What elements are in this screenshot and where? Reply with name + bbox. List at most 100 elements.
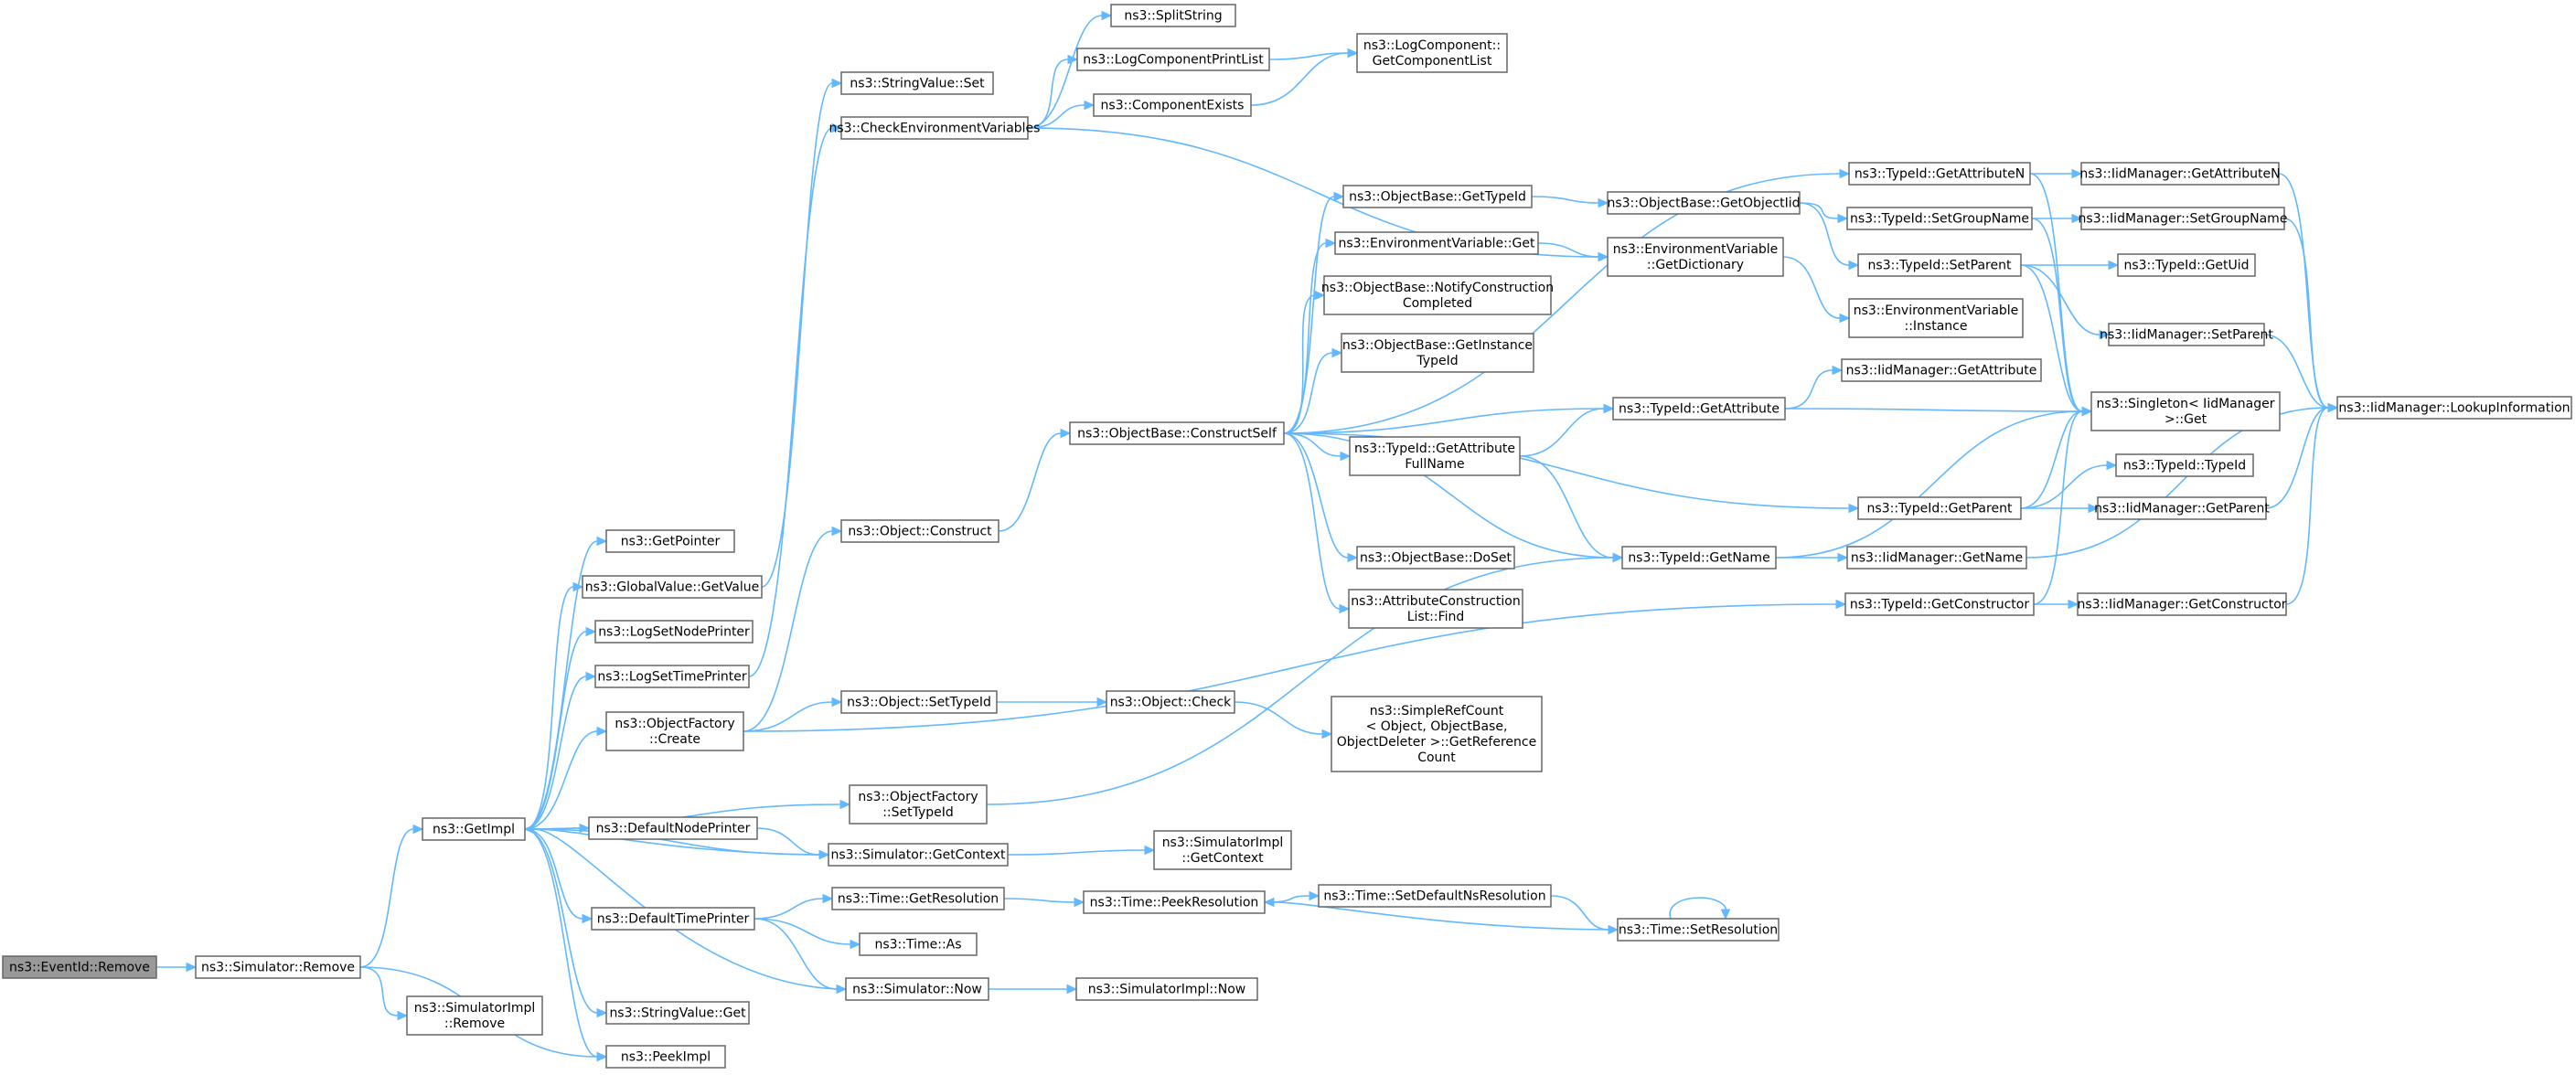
node-sim-remove[interactable]: ns3::Simulator::Remove — [195, 955, 361, 979]
node-ob-notify[interactable]: ns3::ObjectBase::NotifyConstructionCompl… — [1321, 275, 1554, 315]
node-tid-getattributen[interactable]: ns3::TypeId::GetAttributeN — [1848, 162, 2031, 186]
node-time-setdefns[interactable]: ns3::Time::SetDefaultNsResolution — [1318, 884, 1552, 908]
node-label: FullName — [1405, 457, 1464, 472]
node-logcomp-getlist[interactable]: ns3::LogComponent::GetComponentList — [1356, 33, 1508, 73]
node-label: ns3::SimulatorImpl::Now — [1088, 983, 1246, 997]
node-time-as[interactable]: ns3::Time::As — [859, 932, 978, 956]
node-ob-doset[interactable]: ns3::ObjectBase::DoSet — [1356, 546, 1515, 569]
node-iid-getname[interactable]: ns3::IidManager::GetName — [1846, 546, 2027, 569]
edge-arrowhead — [1144, 845, 1156, 856]
node-obj-construct[interactable]: ns3::Object::Construct — [840, 519, 999, 543]
node-label: ns3::SplitString — [1124, 9, 1222, 24]
node-envvar-instance[interactable]: ns3::EnvironmentVariable::Instance — [1848, 298, 2024, 338]
node-tid-typeid[interactable]: ns3::TypeId::TypeId — [2115, 453, 2254, 477]
node-time-setres[interactable]: ns3::Time::SetResolution — [1617, 918, 1780, 942]
node-ob-gettypeid[interactable]: ns3::ObjectBase::GetTypeId — [1342, 185, 1533, 208]
node-compexists[interactable]: ns3::ComponentExists — [1093, 93, 1252, 117]
node-tid-getconstructor[interactable]: ns3::TypeId::GetConstructor — [1844, 592, 2035, 616]
node-box — [1857, 253, 2022, 277]
edge-line — [743, 701, 833, 732]
node-iid-setgroupname[interactable]: ns3::IidManager::SetGroupName — [2079, 207, 2288, 230]
node-label: ns3::EventId::Remove — [9, 961, 150, 975]
node-time-getres[interactable]: ns3::Time::GetResolution — [831, 887, 1005, 910]
node-envvar-getdict[interactable]: ns3::EnvironmentVariable::GetDictionary — [1607, 237, 1784, 277]
node-logsetnode[interactable]: ns3::LogSetNodePrinter — [594, 620, 754, 644]
node-iid-lookup[interactable]: ns3::IidManager::LookupInformation — [2336, 396, 2572, 420]
node-ob-getobjectiid[interactable]: ns3::ObjectBase::GetObjectIid — [1607, 191, 1801, 215]
node-singleton-get[interactable]: ns3::Singleton< IidManager>::Get — [2090, 391, 2281, 431]
node-gv-getvalue[interactable]: ns3::GlobalValue::GetValue — [582, 575, 763, 599]
edge-line — [1234, 701, 1323, 735]
node-simimpl-getcontext[interactable]: ns3::SimulatorImpl::GetContext — [1153, 830, 1292, 870]
edge-ob-constructself-to-acl-find — [1283, 432, 1351, 614]
edge-line — [1283, 432, 1349, 559]
node-eventid-remove[interactable]: ns3::EventId::Remove — [2, 955, 157, 979]
node-iid-getconstructor[interactable]: ns3::IidManager::GetConstructor — [2077, 592, 2287, 616]
node-splitstring[interactable]: ns3::SplitString — [1110, 4, 1236, 27]
node-ob-constructself[interactable]: ns3::ObjectBase::ConstructSelf — [1069, 421, 1285, 445]
node-label: ns3::Simulator::Now — [852, 983, 982, 997]
edge-line — [1283, 294, 1316, 434]
node-sim-now[interactable]: ns3::Simulator::Now — [845, 977, 989, 1001]
node-label: ObjectDeleter >::GetReference — [1337, 735, 1536, 750]
node-label: ns3::IidManager::LookupInformation — [2338, 401, 2570, 416]
edge-line — [2285, 407, 2329, 605]
node-tid-getname[interactable]: ns3::TypeId::GetName — [1621, 546, 1777, 569]
node-defnodeprinter[interactable]: ns3::DefaultNodePrinter — [588, 816, 758, 840]
edge-arrowhead — [585, 626, 597, 637]
node-of-create[interactable]: ns3::ObjectFactory::Create — [605, 711, 744, 751]
node-box — [1331, 696, 1543, 772]
edge-arrowhead — [1101, 10, 1113, 21]
node-label: ns3::IidManager::GetName — [1851, 551, 2023, 566]
edge-arrowhead — [831, 526, 843, 537]
node-label: ns3::ObjectBase::NotifyConstruction — [1321, 281, 1554, 295]
edge-getimpl-to-peekimpl — [524, 828, 608, 1062]
node-checkenv[interactable]: ns3::CheckEnvironmentVariables — [829, 116, 1041, 140]
node-box — [1334, 231, 1539, 255]
edge-arrowhead — [2071, 168, 2083, 179]
node-obj-check[interactable]: ns3::Object::Check — [1106, 690, 1235, 714]
node-obj-settypeid[interactable]: ns3::Object::SetTypeId — [840, 690, 998, 714]
node-simimpl-now[interactable]: ns3::SimulatorImpl::Now — [1075, 977, 1258, 1001]
node-tid-setgroupname[interactable]: ns3::TypeId::SetGroupName — [1846, 207, 2033, 230]
node-label: ns3::LogSetNodePrinter — [598, 625, 750, 640]
node-peekimpl[interactable]: ns3::PeekImpl — [605, 1045, 726, 1069]
edge-line — [1531, 196, 1599, 204]
node-time-peekres[interactable]: ns3::Time::PeekResolution — [1083, 890, 1266, 914]
node-logcompprint[interactable]: ns3::LogComponentPrintList — [1076, 48, 1270, 71]
node-getimpl[interactable]: ns3::GetImpl — [422, 817, 526, 841]
node-sv-get[interactable]: ns3::StringValue::Get — [605, 1001, 750, 1025]
node-deftimeprinter[interactable]: ns3::DefaultTimePrinter — [591, 907, 755, 931]
edge-ob-constructself-to-ob-getinstance — [1283, 347, 1343, 434]
node-getpointer[interactable]: ns3::GetPointer — [605, 529, 735, 553]
node-tid-getparent[interactable]: ns3::TypeId::GetParent — [1857, 496, 2022, 520]
node-tid-setparent[interactable]: ns3::TypeId::SetParent — [1857, 253, 2022, 277]
node-label: ns3::StringValue::Set — [850, 77, 985, 91]
node-label: ns3::StringValue::Get — [609, 1006, 746, 1021]
node-iid-getattributen[interactable]: ns3::IidManager::GetAttributeN — [2079, 162, 2281, 186]
node-box — [828, 843, 1009, 867]
node-iid-setparent[interactable]: ns3::IidManager::SetParent — [2100, 323, 2273, 346]
node-iid-getparent[interactable]: ns3::IidManager::GetParent — [2094, 496, 2270, 520]
node-tid-getattribute[interactable]: ns3::TypeId::GetAttribute — [1612, 397, 1786, 420]
node-sim-getcontext[interactable]: ns3::Simulator::GetContext — [828, 843, 1009, 867]
node-simimpl-remove[interactable]: ns3::SimulatorImpl::Remove — [406, 995, 543, 1036]
node-logsettime[interactable]: ns3::LogSetTimePrinter — [594, 665, 750, 688]
node-envvar-get[interactable]: ns3::EnvironmentVariable::Get — [1334, 231, 1539, 255]
node-box — [2080, 162, 2280, 186]
node-iid-getattribute[interactable]: ns3::IidManager::GetAttribute — [1841, 358, 2042, 382]
node-sv-set[interactable]: ns3::StringValue::Set — [840, 71, 994, 95]
node-box — [840, 71, 994, 95]
edge-time-setres-to-time-peekres — [1263, 897, 1619, 931]
node-simplerefcount[interactable]: ns3::SimpleRefCount< Object, ObjectBase,… — [1331, 696, 1543, 772]
node-of-settypeid[interactable]: ns3::ObjectFactory::SetTypeId — [849, 784, 988, 825]
node-label: ns3::IidManager::GetParent — [2094, 502, 2270, 516]
edge-line — [1775, 410, 2083, 559]
node-label: ns3::Object::Check — [1110, 696, 1232, 710]
node-box — [831, 887, 1005, 910]
edge-line — [1250, 52, 1349, 106]
node-tid-getuid[interactable]: ns3::TypeId::GetUid — [2117, 253, 2256, 277]
